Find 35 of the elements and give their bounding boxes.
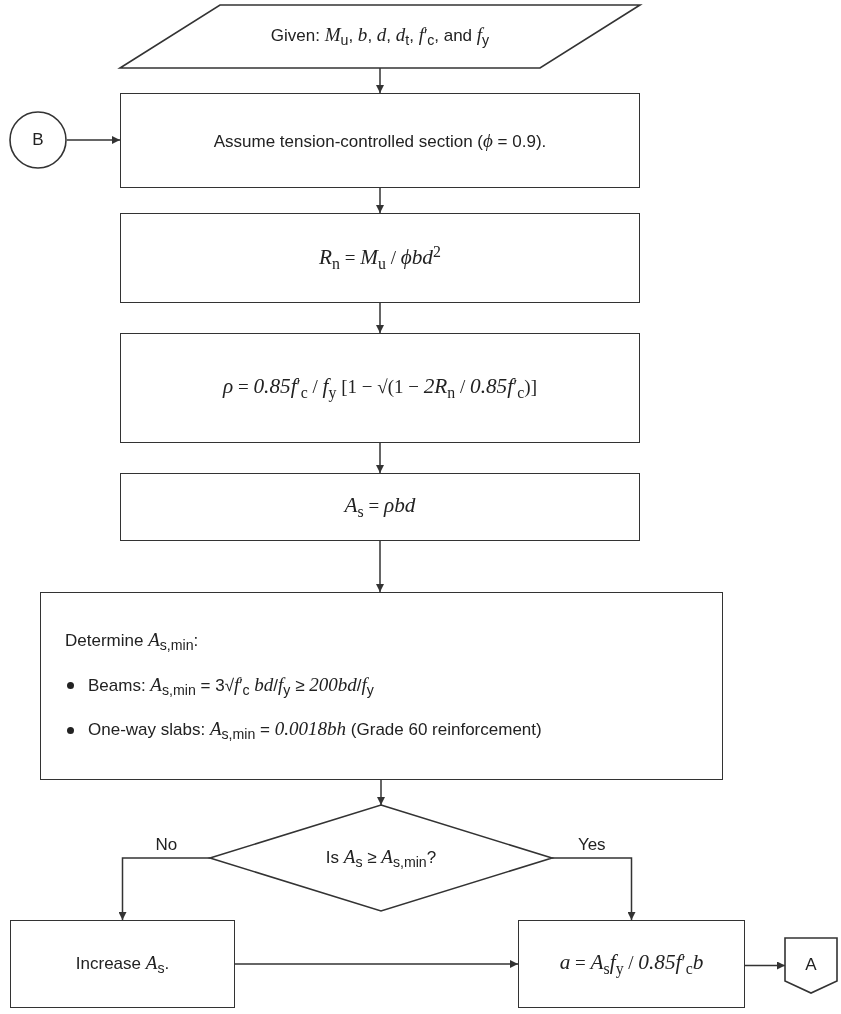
formula-text: a = A$_{s}$f$_{y}$ / 0.85f′$_{c}$b	[559, 949, 704, 980]
node-label: B	[32, 128, 44, 151]
arrow	[551, 857, 636, 921]
arrow	[234, 960, 519, 968]
process-box	[120, 213, 640, 303]
arrow	[377, 779, 385, 806]
node-label: A	[805, 954, 817, 977]
arrow	[118, 857, 211, 921]
process-box	[40, 592, 723, 780]
formula-text: A$_{s}$ = ρbd	[344, 492, 416, 523]
arrow	[376, 187, 384, 214]
process-box	[10, 920, 235, 1008]
off-page-connector	[785, 938, 837, 993]
arrow	[744, 961, 786, 970]
node-label: Is A$_{s}$ ≥ A$_{s,min}$?	[325, 844, 437, 873]
node-label: Increase A$_{s}$.	[75, 950, 170, 979]
arrow	[376, 302, 384, 334]
process-box	[120, 333, 640, 443]
arrow	[376, 442, 384, 474]
arrow	[376, 540, 384, 593]
node-label: Given: M$_{u}$, b, d, d$_{t}$, f′$_{c}$, and f$_{y}$	[270, 23, 490, 51]
process-box	[120, 473, 640, 541]
formula-text: R$_{n}$ = M$_{u}$ / ϕbd$^{2}$	[319, 242, 441, 275]
input-parallelogram	[120, 5, 640, 68]
arrow	[66, 136, 121, 144]
node-label: Determine A$_{s,min}$:	[65, 628, 199, 656]
formula-text: ρ = 0.85f′$_{c}$ / f$_{y}$ [1 − √(1 − 2R$_{n}$ / 0.85f′$_{c}$)]	[223, 373, 537, 404]
arrow	[376, 67, 384, 94]
process-box	[120, 93, 640, 188]
node-label: One-way slabs: A$_{s,min}$ = 0.0018bh (Grade 60 reinforcement)	[88, 717, 542, 745]
decision-diamond	[210, 805, 552, 911]
process-box	[518, 920, 745, 1008]
node-label: Beams: A$_{s,min}$ = 3√f′$_{c}$ bd/f$_{y}$ ≥ 200bd/f$_{y}$	[88, 672, 374, 701]
node-label: Assume tension-controlled section (ϕ = 0.9).	[213, 128, 547, 153]
connector-circle	[9, 111, 67, 169]
